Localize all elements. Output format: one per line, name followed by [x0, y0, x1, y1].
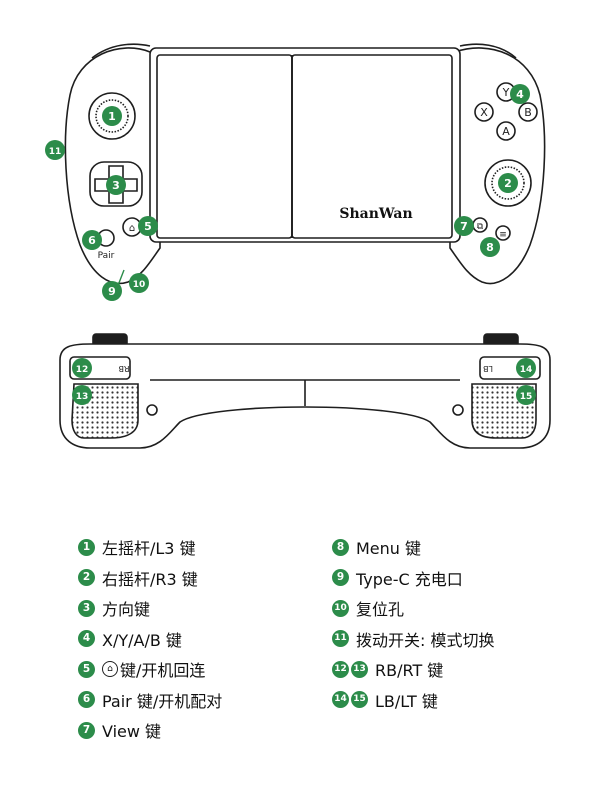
legend-item: 11 拨动开关: 模式切换	[332, 624, 494, 655]
legend-label: View 键	[102, 722, 162, 742]
legend-left-column: 1 左摇杆/L3 键 2 右摇杆/R3 键 3 方向键 4 X/Y/A/B 键 5 ⌂键/…	[78, 532, 222, 746]
legend-item: 1 左摇杆/L3 键	[78, 532, 222, 563]
legend-item: 3 方向键	[78, 593, 222, 624]
lb-label: LB	[483, 364, 493, 373]
legend-item: 7 View 键	[78, 715, 222, 746]
legend-label: 复位孔	[356, 600, 405, 620]
legend-label: Type-C 充电口	[356, 569, 463, 589]
view-icon: ⧉	[477, 222, 484, 232]
callout-14: 14	[520, 365, 533, 375]
controller-diagram: Y X B A ShanWan Pair ⌂ ≡ ⧉ 1 2 3 4 5 6 7…	[45, 43, 551, 449]
legend-label: 左摇杆/L3 键	[102, 539, 196, 559]
legend-label: 方向键	[102, 600, 151, 620]
legend-number: 8	[332, 538, 349, 556]
x-button[interactable]	[474, 102, 494, 122]
callout-10: 10	[133, 280, 146, 290]
legend-number: 12	[332, 660, 349, 678]
legend-label: X/Y/A/B 键	[102, 630, 182, 650]
y-button-label: Y	[502, 86, 510, 99]
menu-button[interactable]	[495, 225, 511, 241]
x-button-label: X	[480, 106, 488, 119]
callout-9: 9	[108, 285, 116, 298]
callout-7: 7	[460, 220, 468, 233]
legend-number: 13	[351, 660, 368, 678]
front-callouts: 1 2 3 4 5 6 7 8 9 10 11	[45, 84, 530, 301]
callout-2: 2	[504, 177, 512, 190]
callout-8: 8	[486, 241, 494, 254]
legend-number: 15	[351, 691, 368, 709]
b-button[interactable]	[518, 102, 538, 122]
callout-12: 12	[76, 365, 89, 375]
legend-number: 14	[332, 691, 349, 709]
legend-number: 7	[78, 721, 95, 739]
legend-item: 4 X/Y/A/B 键	[78, 624, 222, 655]
callout-15: 15	[520, 392, 533, 402]
home-icon: ⌂	[102, 661, 118, 678]
callout-1: 1	[108, 110, 116, 123]
legend-number: 1	[78, 538, 95, 556]
callout-6: 6	[88, 234, 96, 247]
controller-front-view	[64, 43, 546, 285]
callout-4: 4	[516, 88, 524, 101]
legend-label: Menu 键	[356, 539, 422, 559]
pair-label: Pair	[98, 251, 115, 261]
callout-3: 3	[112, 179, 120, 192]
legend-label: 键/开机回连	[120, 661, 206, 681]
legend-number: 3	[78, 599, 95, 617]
callout-5: 5	[144, 220, 152, 233]
legend-right-column: 8 Menu 键 9 Type-C 充电口 10 复位孔 11 拨动开关: 模式切换 1…	[332, 532, 494, 715]
legend-label: Pair 键/开机配对	[102, 691, 223, 711]
legend-number: 10	[332, 599, 349, 617]
legend-item: 5 ⌂键/开机回连	[78, 654, 222, 685]
a-button[interactable]	[496, 121, 516, 141]
legend-item: 6 Pair 键/开机配对	[78, 685, 222, 716]
legend-item: 2 右摇杆/R3 键	[78, 563, 222, 594]
legend-label: 拨动开关: 模式切换	[356, 630, 495, 650]
legend-label: LB/LT 键	[375, 691, 438, 711]
legend-number: 11	[332, 630, 349, 648]
legend-number: 9	[332, 569, 349, 587]
b-button-label: B	[524, 106, 532, 119]
button-legend: 1 左摇杆/L3 键 2 右摇杆/R3 键 3 方向键 4 X/Y/A/B 键 5 ⌂键/…	[78, 532, 578, 772]
rb-label: RB	[118, 364, 129, 373]
legend-item: 10 复位孔	[332, 593, 494, 624]
legend-number: 5	[78, 660, 95, 678]
callout-13: 13	[76, 392, 89, 402]
callout-11: 11	[49, 147, 62, 157]
legend-number: 2	[78, 569, 95, 587]
brand-logo: ShanWan	[339, 206, 412, 222]
legend-item: 9 Type-C 充电口	[332, 563, 494, 594]
top-callouts: 12 13 14 15	[72, 358, 536, 405]
legend-item: 8 Menu 键	[332, 532, 494, 563]
menu-icon: ≡	[499, 230, 507, 240]
controller-top-view	[59, 333, 551, 449]
legend-label: RB/RT 键	[375, 661, 444, 681]
legend-number: 4	[78, 630, 95, 648]
a-button-label: A	[502, 125, 510, 138]
legend-label: 右摇杆/R3 键	[102, 569, 198, 589]
legend-number: 6	[78, 691, 95, 709]
home-icon: ⌂	[129, 223, 135, 234]
